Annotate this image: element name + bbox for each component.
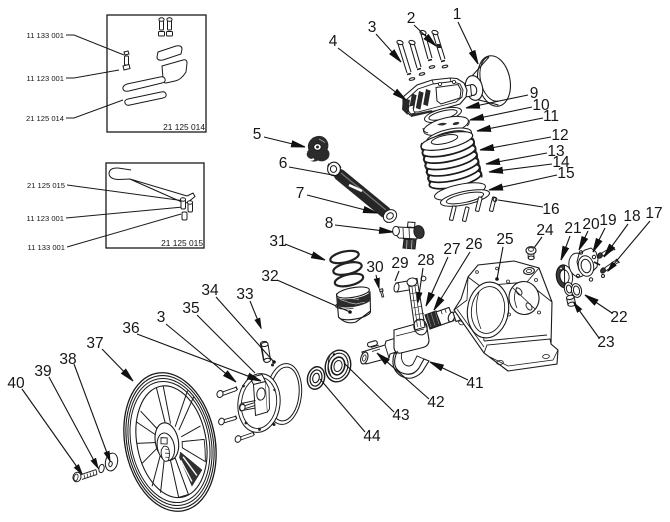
svg-text:30: 30 <box>366 259 384 276</box>
svg-text:36: 36 <box>122 320 139 337</box>
svg-text:21: 21 <box>564 220 581 237</box>
svg-text:5: 5 <box>253 126 262 143</box>
svg-text:37: 37 <box>86 335 103 352</box>
svg-text:42: 42 <box>427 394 444 411</box>
svg-text:21 125 015: 21 125 015 <box>27 181 65 190</box>
svg-text:11 133 001: 11 133 001 <box>27 31 64 40</box>
svg-text:10: 10 <box>532 97 550 114</box>
svg-text:17: 17 <box>645 205 662 222</box>
svg-text:38: 38 <box>59 351 76 368</box>
svg-text:21 125 014: 21 125 014 <box>163 122 205 132</box>
svg-text:3: 3 <box>157 309 166 326</box>
svg-text:31: 31 <box>269 233 286 250</box>
svg-text:2: 2 <box>407 10 416 27</box>
svg-text:15: 15 <box>557 165 574 182</box>
svg-text:12: 12 <box>551 127 568 144</box>
svg-text:28: 28 <box>417 252 434 269</box>
svg-text:18: 18 <box>623 208 640 225</box>
svg-text:44: 44 <box>363 428 381 445</box>
svg-text:40: 40 <box>7 375 25 392</box>
svg-text:34: 34 <box>201 282 219 299</box>
svg-text:8: 8 <box>325 215 334 232</box>
svg-text:3: 3 <box>368 19 377 36</box>
svg-text:26: 26 <box>465 236 482 253</box>
svg-text:7: 7 <box>296 185 305 202</box>
svg-text:21 125 014: 21 125 014 <box>26 114 64 123</box>
svg-text:33: 33 <box>236 286 253 303</box>
svg-text:25: 25 <box>496 231 513 248</box>
svg-text:23: 23 <box>597 334 614 351</box>
svg-text:24: 24 <box>536 222 554 239</box>
svg-text:4: 4 <box>329 33 338 50</box>
svg-text:11 133 001: 11 133 001 <box>28 243 65 252</box>
svg-text:20: 20 <box>582 216 600 233</box>
svg-text:16: 16 <box>542 201 559 218</box>
svg-text:13: 13 <box>547 143 564 160</box>
svg-text:35: 35 <box>182 300 199 317</box>
svg-text:39: 39 <box>34 363 51 380</box>
svg-text:22: 22 <box>610 309 627 326</box>
svg-text:11 123 001: 11 123 001 <box>27 214 64 223</box>
svg-text:14: 14 <box>552 154 570 171</box>
svg-text:9: 9 <box>530 85 539 102</box>
svg-text:11 123 001: 11 123 001 <box>27 74 64 83</box>
svg-text:27: 27 <box>443 241 460 258</box>
svg-text:19: 19 <box>599 212 616 229</box>
svg-text:32: 32 <box>261 268 278 285</box>
svg-text:1: 1 <box>453 6 462 23</box>
svg-text:21 125 015: 21 125 015 <box>161 238 203 248</box>
svg-text:6: 6 <box>279 155 288 172</box>
svg-text:41: 41 <box>466 375 483 392</box>
svg-text:43: 43 <box>392 407 409 424</box>
svg-text:29: 29 <box>391 255 408 272</box>
svg-text:11: 11 <box>543 108 559 125</box>
